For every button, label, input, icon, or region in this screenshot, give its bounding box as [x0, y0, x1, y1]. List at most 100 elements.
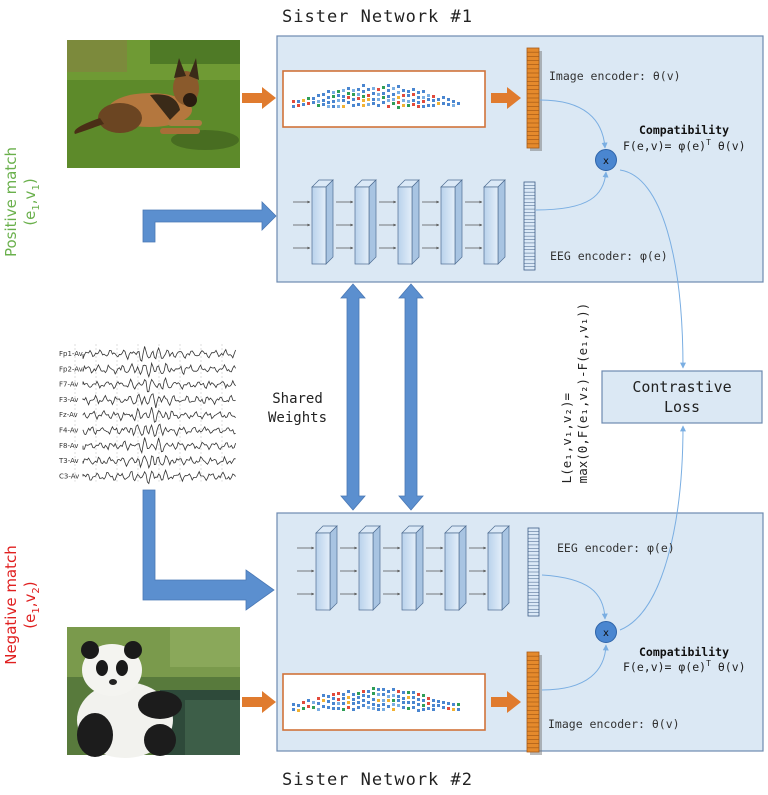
eeg-feat-to-mult-top: [535, 171, 609, 211]
layer-side-face: [372, 525, 381, 611]
cnn-unit: [397, 101, 400, 104]
layer-front-face: [354, 186, 370, 265]
cnn-unit: [367, 88, 370, 91]
dog-to-cnn-arrow: [242, 87, 276, 109]
contrastive-loss-line1: Contrastive: [632, 378, 732, 396]
cnn-unit: [407, 696, 410, 699]
cnn-unit: [337, 105, 340, 108]
eeg-trace: [82, 361, 236, 379]
eeg-trace: [82, 376, 236, 393]
layer-side-face: [325, 179, 334, 265]
cnn-unit: [422, 90, 425, 93]
cnn-unit: [407, 90, 410, 93]
cnn-box-bottom: [282, 673, 486, 731]
cnn-unit: [402, 89, 405, 92]
cnn-unit: [382, 688, 385, 691]
cnn-unit: [407, 691, 410, 694]
cnn-unit: [362, 90, 365, 93]
cnn-unit: [437, 704, 440, 707]
cnn-unit: [352, 93, 355, 96]
cnn-unit: [372, 692, 375, 695]
cnn-unit: [327, 706, 330, 709]
cnn-unit: [362, 95, 365, 98]
eeg-to-network-2-arrow: [142, 489, 275, 611]
sister-network-1-title: Sister Network #1: [282, 7, 473, 27]
mult-top-to-loss: [619, 169, 686, 369]
cnn-unit: [452, 708, 455, 711]
positive-pair-mid: ,v: [21, 190, 39, 205]
shared-weights-line2: Weights: [268, 410, 328, 426]
cnn-unit: [417, 693, 420, 696]
cnn-unit: [327, 90, 330, 93]
cnn-unit: [387, 99, 390, 102]
cnn-unit: [387, 695, 390, 698]
eeg-trace: [82, 454, 236, 470]
compat-formula-sup-top: T: [706, 138, 711, 147]
layer-front-face: [440, 186, 456, 265]
cnn-unit: [342, 95, 345, 98]
cnn-unit: [382, 693, 385, 696]
cnn-unit: [402, 691, 405, 694]
negative-pair-mid: ,v: [21, 593, 39, 608]
layer-side-face: [411, 179, 420, 265]
cnn-unit: [327, 700, 330, 703]
eeg-channel-label: F3-Av: [59, 396, 78, 404]
cnn-unit: [382, 101, 385, 104]
cnn-unit: [332, 105, 335, 108]
cnn-unit: [357, 93, 360, 96]
cnn-unit: [362, 699, 365, 702]
cnn-unit: [367, 98, 370, 101]
multiply-node-bottom: x: [595, 621, 617, 643]
cnn-unit: [372, 703, 375, 706]
cnn-unit: [407, 94, 410, 97]
cnn-unit: [337, 702, 340, 705]
eeg-signal-plot: Fp1-AvFp2-AvF7-AvF3-AvFz-AvF4-AvF8-AvT3-…: [58, 344, 236, 485]
eeg-trace: [82, 437, 236, 455]
cnn-unit: [317, 702, 320, 705]
cnn-unit: [392, 708, 395, 711]
image-feat-to-mult-bottom: [541, 644, 609, 691]
contrastive-loss-line2: Loss: [663, 398, 701, 416]
cnn-unit: [357, 97, 360, 100]
cnn-unit: [442, 102, 445, 105]
cnn-unit: [392, 87, 395, 90]
cnn-unit: [347, 96, 350, 99]
cnn-unit: [352, 698, 355, 701]
layer-front-face: [397, 186, 413, 265]
cnn-unit: [302, 701, 305, 704]
cnn-unit: [312, 706, 315, 709]
cnn-unit: [332, 95, 335, 98]
cnn-unit: [332, 91, 335, 94]
cnn-unit: [457, 102, 460, 105]
layer-front-face: [444, 532, 460, 611]
cnn-unit: [342, 99, 345, 102]
compat-formula-rhs-bottom: θ(v): [710, 659, 746, 674]
cnn-unit: [402, 99, 405, 102]
cnn-unit: [317, 100, 320, 103]
shared-weights-arrow-1: [340, 283, 366, 511]
cnn-unit: [397, 690, 400, 693]
cnn-unit: [442, 96, 445, 99]
cnn-unit: [392, 102, 395, 105]
cnn-unit: [342, 89, 345, 92]
cnn-unit: [312, 101, 315, 104]
layer-front-face: [358, 532, 374, 611]
panda-to-cnn-arrow: [242, 691, 276, 713]
cnn-unit: [347, 92, 350, 95]
cnn-unit: [387, 105, 390, 108]
cnn-unit: [332, 693, 335, 696]
cnn-unit: [357, 88, 360, 91]
loss-formula-line2: max(0,F(e₁,v₂)-F(e₁,v₁)): [575, 302, 590, 484]
cnn-unit: [337, 94, 340, 97]
cnn-unit: [427, 94, 430, 97]
cnn-unit: [347, 690, 350, 693]
cnn-unit: [372, 698, 375, 701]
cnn-unit: [392, 93, 395, 96]
cnn-unit: [422, 105, 425, 108]
cnn-unit: [432, 104, 435, 107]
positive-pair-sub2: 1: [31, 184, 42, 191]
cnn-unit: [422, 704, 425, 707]
eeg-channel-label: T3-Av: [58, 457, 79, 465]
cnn-unit: [427, 104, 430, 107]
